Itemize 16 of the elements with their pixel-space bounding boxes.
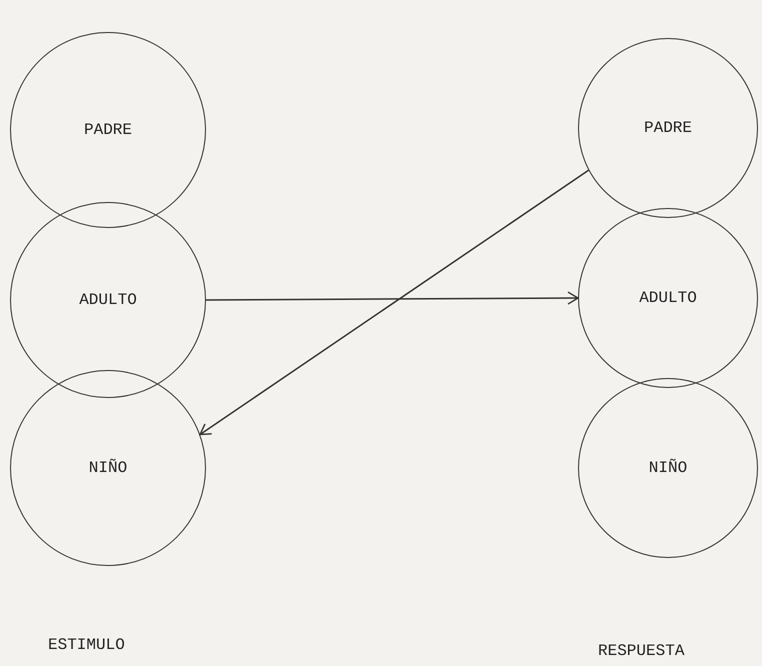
node-label: NIÑO: [648, 459, 688, 477]
node-label: PADRE: [84, 121, 132, 139]
ego-state-circle: [578, 38, 758, 218]
ego-state-circle: [10, 32, 206, 228]
node-label: ADULTO: [79, 291, 137, 309]
ego-state-circle: [578, 208, 758, 388]
ego-state-circle: [578, 378, 758, 558]
column-label: ESTIMULO: [48, 636, 125, 654]
arrow: [199, 170, 589, 436]
ego-state-circle: [10, 370, 206, 566]
column-label: RESPUESTA: [598, 642, 684, 660]
node-label: PADRE: [644, 119, 692, 137]
node-label: NIÑO: [88, 459, 128, 477]
arrow: [206, 291, 579, 305]
ego-state-circle: [10, 202, 206, 398]
node-label: ADULTO: [639, 289, 697, 307]
